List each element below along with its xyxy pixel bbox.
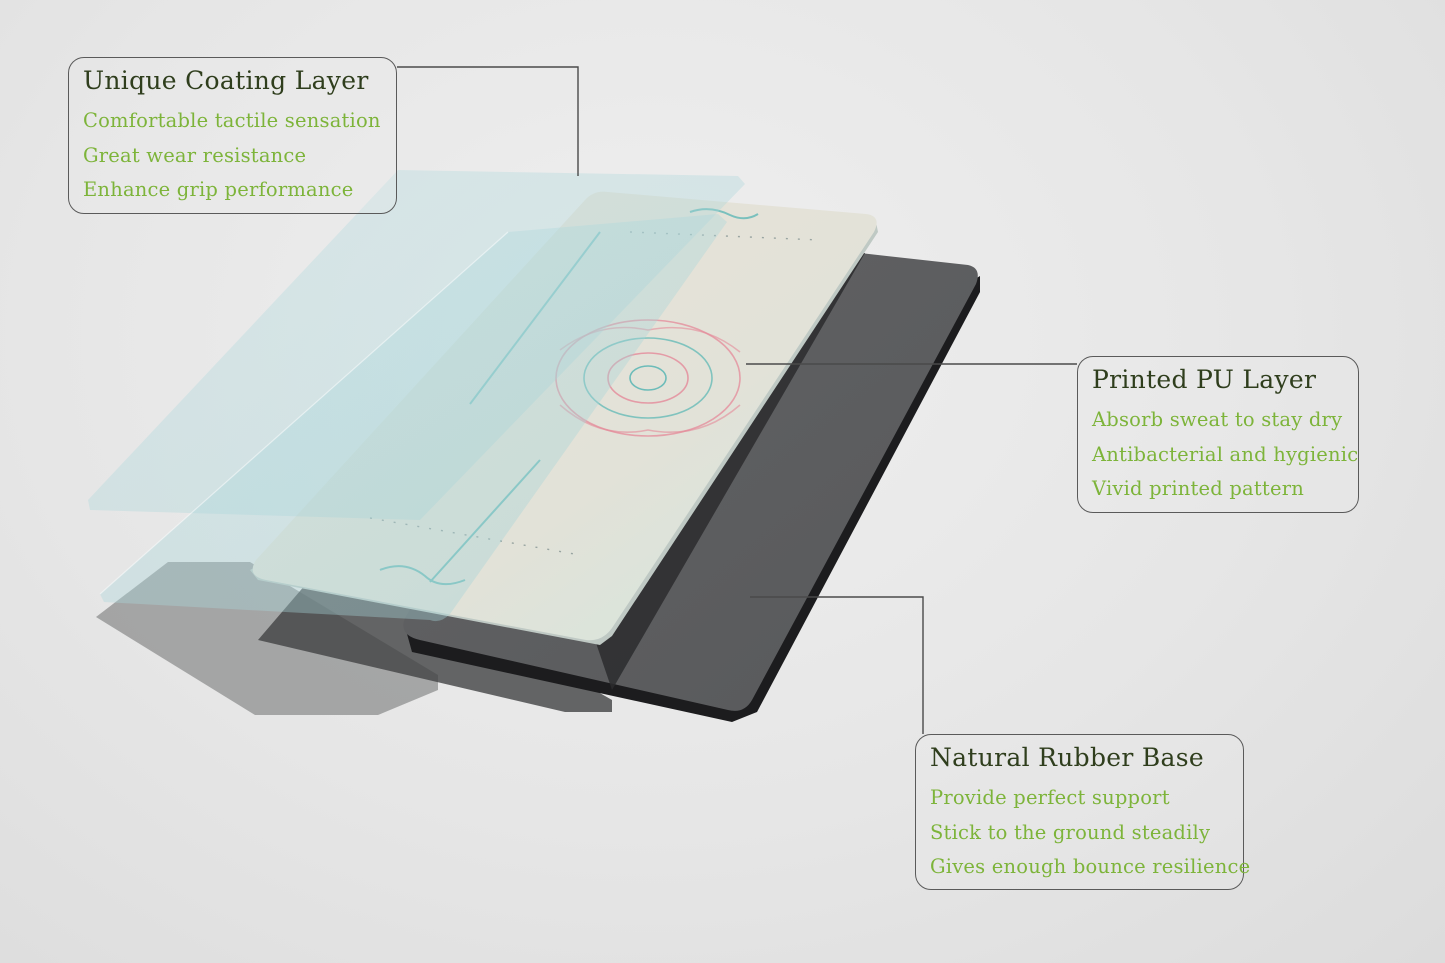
coating-edge-highlight <box>99 231 509 595</box>
leader-line-rubber <box>750 596 924 734</box>
callout-natural-rubber-base: Natural Rubber Base Provide perfect supp… <box>915 734 1251 890</box>
layer-feature: Stick to the ground steadily <box>930 820 1211 844</box>
layer-feature: Provide perfect support <box>930 786 1170 809</box>
rubber-base-dark-strip <box>595 252 865 690</box>
callout-printed-pu-layer: Printed PU Layer Absorb sweat to stay dr… <box>1077 356 1359 513</box>
layer-title: Unique Coating Layer <box>83 66 369 95</box>
layer-title: Natural Rubber Base <box>930 743 1204 772</box>
layer-feature: Enhance grip performance <box>83 178 354 201</box>
leader-lines <box>397 66 1077 734</box>
layer-feature: Comfortable tactile sensation <box>83 109 381 132</box>
layer-title: Printed PU Layer <box>1092 365 1317 394</box>
layer-feature: Antibacterial and hygienic <box>1092 442 1359 466</box>
unique-coating-layer <box>88 170 745 622</box>
callout-unique-coating-layer: Unique Coating Layer Comfortable tactile… <box>68 57 397 214</box>
coating-lower-sheet <box>100 214 727 622</box>
layer-feature: Vivid printed pattern <box>1092 477 1304 500</box>
layer-feature: Great wear resistance <box>83 143 307 167</box>
leader-line-coating <box>397 66 579 176</box>
layer-feature: Gives enough bounce resilience <box>930 855 1251 878</box>
layer-feature: Absorb sweat to stay dry <box>1092 408 1343 431</box>
